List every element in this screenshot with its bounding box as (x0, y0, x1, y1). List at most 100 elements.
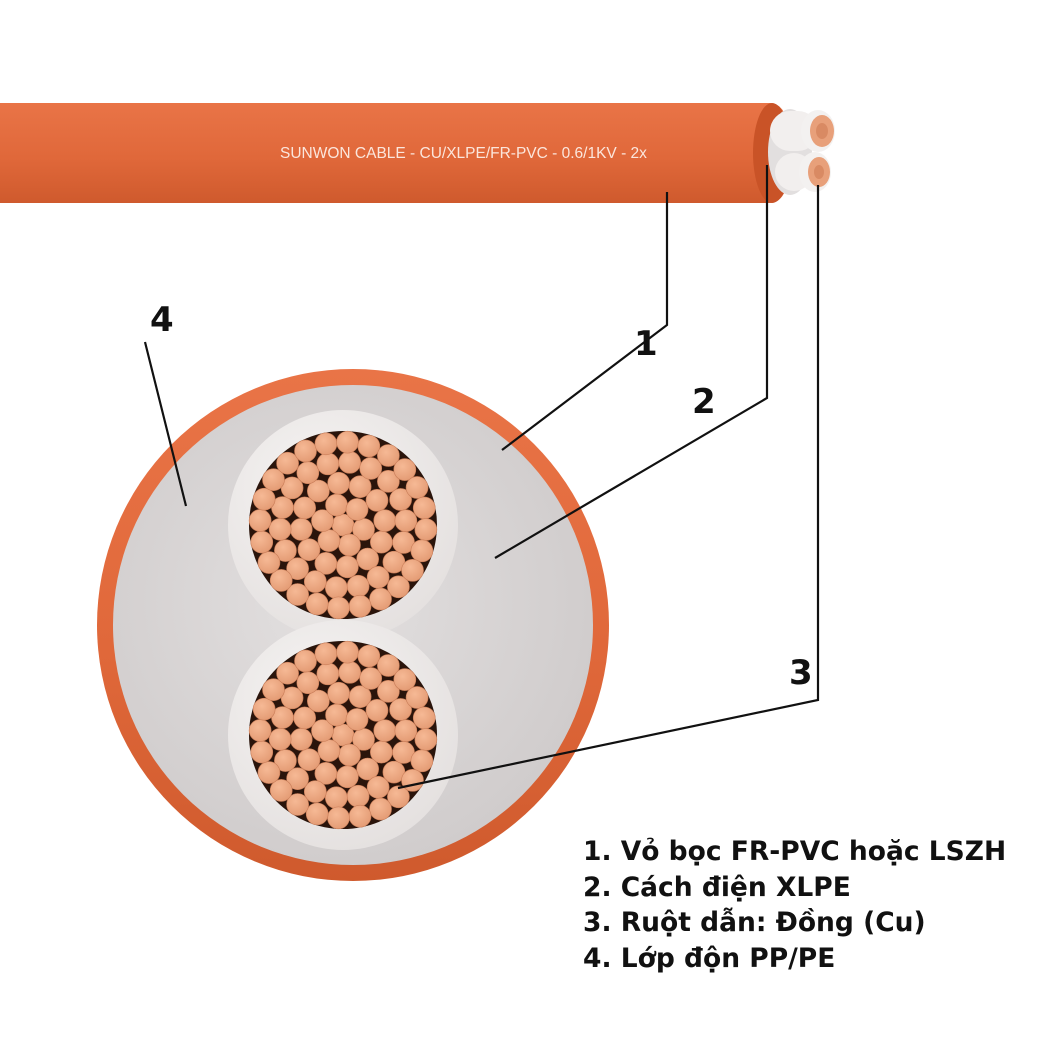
copper-strand (316, 662, 340, 686)
copper-strand (252, 487, 276, 511)
conductor-top (248, 430, 438, 620)
copper-strand (289, 728, 313, 751)
copper-strand (338, 533, 361, 557)
copper-strand (276, 451, 299, 475)
callout-number-3: 3 (789, 653, 813, 693)
copper-strand (327, 471, 350, 495)
legend: 1. Vỏ bọc FR-PVC hoặc LSZH 2. Cách điện … (583, 834, 1006, 976)
copper-strand (393, 668, 417, 691)
copper-strand (348, 475, 372, 498)
copper-strand (405, 686, 429, 709)
copper-strand (311, 509, 334, 532)
cable-print-text: SUNWON CABLE - CU/XLPE/FR-PVC - 0.6/1KV … (280, 145, 647, 162)
copper-strand (336, 765, 359, 789)
cross-section (97, 369, 609, 881)
copper-strand (365, 699, 389, 722)
copper-strand (297, 748, 321, 771)
copper-strand (269, 569, 293, 592)
copper-strand (303, 780, 327, 803)
callout-number-1: 1 (634, 324, 658, 364)
copper-strand (274, 749, 297, 772)
copper-strand (262, 468, 285, 491)
copper-strand (307, 479, 330, 503)
copper-strand (294, 649, 317, 673)
legend-item-sheath: 1. Vỏ bọc FR-PVC hoặc LSZH (583, 836, 1007, 867)
copper-strand (373, 719, 397, 742)
copper-strand (387, 575, 410, 599)
legend-item-filler: 4. Lớp độn PP/PE (583, 942, 836, 974)
copper-strand (286, 767, 309, 790)
copper-strand (276, 661, 299, 685)
copper-strand (393, 458, 417, 481)
copper-strand (286, 557, 309, 580)
copper-strand (327, 681, 350, 705)
cable-side-view: SUNWON CABLE - CU/XLPE/FR-PVC - 0.6/1KV … (0, 103, 835, 203)
copper-strand (366, 775, 390, 799)
copper-strand (286, 583, 309, 606)
copper-strand (327, 806, 350, 830)
copper-strand (338, 743, 361, 767)
copper-strand (366, 565, 390, 589)
copper-strand (348, 685, 372, 708)
copper-strand (348, 594, 372, 618)
copper-strand (346, 784, 370, 808)
legend-item-conductor: 3. Ruột dẫn: Đồng (Cu) (583, 907, 926, 938)
copper-strand (305, 802, 329, 826)
copper-strand (250, 530, 274, 554)
copper-strand (401, 769, 424, 792)
copper-strand (412, 706, 436, 730)
copper-strand (297, 538, 321, 561)
copper-strand (307, 689, 330, 713)
copper-strand (269, 779, 293, 802)
copper-strand (357, 434, 381, 458)
copper-strand (365, 489, 389, 512)
copper-strand (394, 509, 418, 533)
copper-strand (401, 559, 424, 582)
copper-strand (394, 719, 418, 743)
copper-strand (369, 797, 392, 821)
copper-strand (268, 517, 292, 541)
copper-strand (405, 476, 429, 499)
core-top-end (770, 110, 835, 152)
copper-strand (252, 697, 276, 721)
copper-strand (336, 430, 359, 454)
legend-item-insulation: 2. Cách điện XLPE (583, 871, 851, 903)
copper-strand (248, 509, 272, 532)
copper-strand (357, 644, 381, 668)
copper-strand (325, 786, 348, 809)
copper-strand (414, 728, 438, 751)
copper-strand (389, 488, 412, 511)
copper-strand (356, 757, 379, 781)
copper-strand (373, 509, 397, 532)
copper-strand (317, 739, 341, 762)
cable-outer-sheath-side (0, 103, 792, 203)
leader-line-4 (143, 341, 188, 507)
copper-strand (338, 661, 361, 684)
copper-strand (325, 703, 348, 727)
copper-strand (414, 518, 438, 541)
copper-strand (338, 451, 361, 474)
copper-strand (389, 698, 412, 721)
copper-strand (377, 680, 400, 703)
copper-strand (356, 547, 379, 571)
copper-strand (311, 719, 334, 742)
copper-strand (359, 457, 383, 480)
copper-strand (314, 432, 338, 456)
copper-strand (257, 761, 281, 784)
copper-strand (325, 493, 348, 517)
copper-strand (268, 727, 292, 751)
copper-strand (296, 461, 320, 485)
copper-strand (248, 719, 272, 742)
leader-line-3 (397, 185, 820, 790)
copper-strand (336, 555, 359, 579)
copper-strand (294, 439, 317, 463)
copper-strand (296, 671, 320, 695)
core-bottom-end (775, 152, 831, 192)
copper-strand (257, 551, 281, 574)
callout-number-4: 4 (150, 300, 174, 340)
copper-strand (377, 654, 400, 677)
copper-strand (369, 587, 392, 611)
copper-strand (346, 574, 370, 598)
copper-strand (305, 592, 329, 616)
